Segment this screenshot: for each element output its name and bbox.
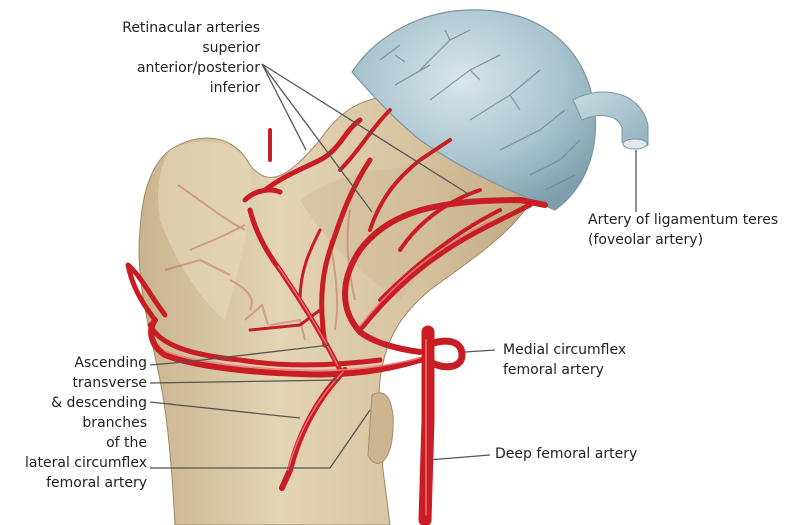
label-line: & descending — [51, 395, 147, 411]
label-deep-femoral-artery: Deep femoral artery — [495, 444, 637, 464]
label-artery-of-ligamentum-teres: Artery of ligamentum teres (foveolar art… — [588, 210, 778, 250]
faint-vessels — [164, 184, 356, 341]
label-line: femoral artery — [503, 362, 604, 378]
arteries — [125, 108, 548, 525]
label-line: lateral circumflex — [25, 455, 147, 471]
label-medial-circumflex-femoral-artery: Medial circumflex femoral artery — [503, 340, 626, 380]
label-line: Medial circumflex — [503, 342, 627, 358]
leader-lines — [149, 63, 637, 469]
label-line: superior — [202, 40, 260, 56]
label-line: inferior — [209, 80, 260, 96]
label-line: Retinacular arteries — [122, 20, 260, 36]
label-line: branches — [82, 415, 147, 431]
label-line: Artery of ligamentum teres — [588, 212, 779, 228]
label-lateral-circumflex-branches: Ascending transverse & descending branch… — [0, 353, 147, 493]
femoral-head-capsule — [351, 9, 649, 211]
label-line: Deep femoral artery — [495, 446, 638, 462]
label-line: transverse — [72, 375, 147, 391]
label-line: (foveolar artery) — [588, 232, 704, 248]
label-line: of the — [106, 435, 147, 451]
label-line: anterior/posterior — [136, 60, 260, 76]
label-line: femoral artery — [46, 475, 147, 491]
label-line: Ascending — [74, 355, 147, 371]
label-retinacular-arteries: Retinacular arteries superior anterior/p… — [82, 18, 260, 98]
